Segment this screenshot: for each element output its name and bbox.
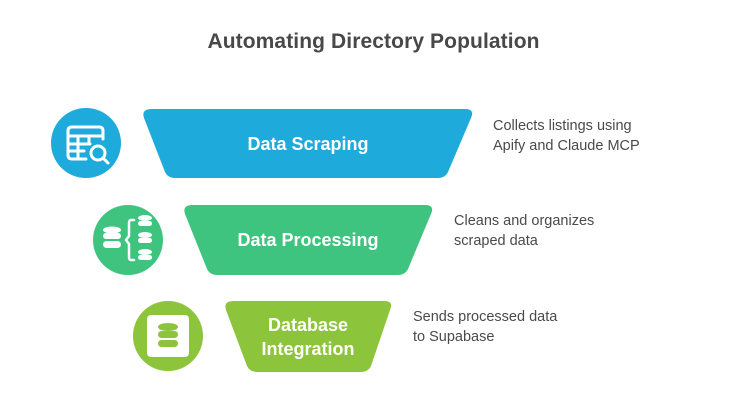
description-line: Collects listings using (493, 118, 632, 134)
table-search-icon (66, 125, 110, 165)
stage-description-1: Collects listings using Apify and Claude… (493, 116, 640, 156)
stage-icon-circle (93, 205, 163, 275)
stage-label-line-2: Integration (262, 339, 355, 359)
database-transform-icon (103, 215, 152, 262)
funnel-segment-1 (143, 109, 473, 178)
stage-data-scraping: Data Scraping (51, 108, 473, 178)
stage-database-integration: Database Integration (133, 301, 392, 372)
stage-label-line-1: Database (268, 315, 348, 335)
funnel-segment-3 (225, 301, 392, 372)
funnel-segment-2 (184, 205, 433, 275)
database-icon (147, 315, 189, 357)
diagram-title: Automating Directory Population (207, 30, 540, 53)
description-line: Sends processed data (413, 309, 558, 325)
stage-label: Data Processing (237, 230, 378, 250)
stage-label: Data Scraping (247, 134, 368, 154)
stage-data-processing: Data Processing (93, 205, 433, 275)
description-line: to Supabase (413, 329, 495, 345)
description-line: scraped data (454, 233, 538, 249)
stage-description-2: Cleans and organizes scraped data (454, 211, 594, 251)
description-line: Cleans and organizes (454, 213, 595, 229)
stage-description-3: Sends processed data to Supabase (413, 307, 557, 347)
description-line: Apify and Claude MCP (493, 138, 640, 154)
